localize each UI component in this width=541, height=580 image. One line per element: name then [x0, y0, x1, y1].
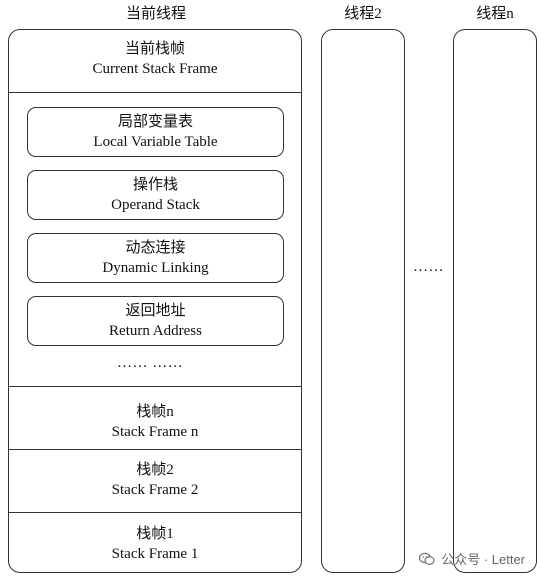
- thread-2-stack: [321, 29, 405, 573]
- stack-frame-n-label-en: Stack Frame n: [111, 424, 199, 440]
- between-threads-ellipsis: ……: [413, 259, 444, 275]
- local-variable-table-box: 局部变量表 Local Variable Table: [27, 107, 284, 157]
- local-variable-table-label-en: Local Variable Table: [93, 134, 218, 150]
- wechat-icon: [419, 552, 435, 565]
- column-title-current-thread: 当前线程: [125, 6, 186, 22]
- operand-stack-label-cn: 操作栈: [132, 177, 178, 193]
- dynamic-linking-box: 动态连接 Dynamic Linking: [27, 233, 284, 283]
- stack-frame-2-label-en: Stack Frame 2: [111, 482, 199, 498]
- return-address-label-cn: 返回地址: [125, 303, 186, 319]
- stack-frame-1-label-cn: 栈帧1: [136, 526, 174, 542]
- thread-n-stack: [453, 29, 537, 573]
- stack-frame-n: 栈帧n Stack Frame n: [9, 402, 301, 442]
- operand-stack-label-en: Operand Stack: [111, 197, 200, 213]
- stack-frame-1-label-en: Stack Frame 1: [111, 546, 199, 562]
- local-variable-table-label-cn: 局部变量表: [117, 114, 193, 130]
- watermark: 公众号 · Letter: [419, 549, 525, 568]
- current-stack-frame-header: 当前栈帧 Current Stack Frame: [9, 39, 301, 79]
- divider: [9, 449, 301, 450]
- divider: [9, 386, 301, 387]
- operand-stack-box: 操作栈 Operand Stack: [27, 170, 284, 220]
- stack-frame-1: 栈帧1 Stack Frame 1: [9, 524, 301, 564]
- stack-frame-2-label-cn: 栈帧2: [136, 462, 174, 478]
- watermark-text: 公众号 · Letter: [441, 552, 525, 567]
- current-frame-ellipsis: …… ……: [117, 355, 184, 371]
- divider: [9, 92, 301, 93]
- dynamic-linking-label-en: Dynamic Linking: [102, 260, 209, 276]
- current-stack-frame-title-cn: 当前栈帧: [124, 41, 185, 57]
- current-stack-frame-title-en: Current Stack Frame: [92, 61, 218, 77]
- return-address-label-en: Return Address: [109, 323, 202, 339]
- column-title-thread-n: 线程n: [476, 6, 514, 22]
- stack-frame-n-label-cn: 栈帧n: [136, 404, 174, 420]
- current-thread-stack: 当前栈帧 Current Stack Frame 局部变量表 Local Var…: [8, 29, 302, 573]
- dynamic-linking-label-cn: 动态连接: [125, 240, 186, 256]
- divider: [9, 512, 301, 513]
- return-address-box: 返回地址 Return Address: [27, 296, 284, 346]
- stack-frame-2: 栈帧2 Stack Frame 2: [9, 460, 301, 500]
- column-title-thread-2: 线程2: [344, 6, 382, 22]
